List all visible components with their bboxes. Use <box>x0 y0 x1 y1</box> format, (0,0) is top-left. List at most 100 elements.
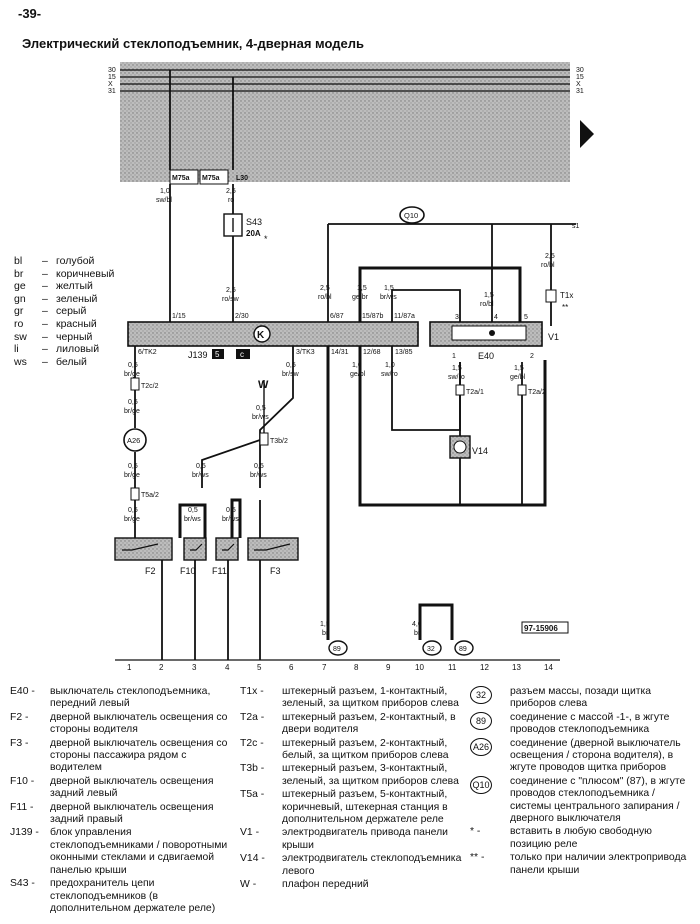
label-v14: V14 <box>472 446 488 456</box>
wire-annotations: 1,0 sw/bl 2,5 ro 2,5 ro/sw 2,5 ro/bl 1,5… <box>124 188 555 637</box>
bottom-number-1: 1 <box>127 663 132 672</box>
label-f3: F3 <box>270 566 281 576</box>
label-j139-c: c <box>240 350 244 359</box>
pin-1-15: 1/15 <box>172 313 186 320</box>
e40-pin-1: 1 <box>452 353 456 360</box>
wire-8-size: 2,5 <box>545 253 555 260</box>
motor-v14-icon <box>453 440 467 454</box>
wire-23-color: br <box>322 630 329 637</box>
legend-item: T2a -штекерный разъем, 2-контактный, в д… <box>240 711 456 736</box>
label-star: * <box>264 234 268 244</box>
wire-6-color: br/ws <box>380 294 397 301</box>
label-t2c: T2c/2 <box>141 383 159 390</box>
fuse-box-area <box>120 62 570 182</box>
wire-2-color: ro <box>228 197 234 204</box>
wire-13-color: ge/bl <box>350 371 366 378</box>
pin-6-87: 6/87 <box>330 313 344 320</box>
color-row: ro–красный <box>14 317 97 330</box>
label-ground-32: 32 <box>427 646 435 653</box>
legend-circle-q10: Q10 <box>470 775 492 794</box>
legend-item: F2 -дверной выключатель освещения со сто… <box>10 711 228 736</box>
label-t2a1: T2a/1 <box>466 389 484 396</box>
wire-12-color: br/sw <box>282 371 300 378</box>
wire-color-legend: bl–голубой br–коричневый ge–желтый gn–зе… <box>14 255 114 368</box>
pin-6-tk2: 6/TK2 <box>138 349 157 356</box>
label-lamp-w: W <box>258 379 269 391</box>
label-t1x: T1x <box>560 291 573 300</box>
color-row: li–лиловый <box>14 343 100 356</box>
wire-15-color: sw/ro <box>448 374 465 381</box>
wire-14-size: 1,0 <box>385 362 395 369</box>
legend-circle-a26: A26 <box>470 737 492 756</box>
bottom-number-5: 5 <box>257 663 262 672</box>
connector-m75a-2 <box>199 169 229 185</box>
bus-label-x-left: X <box>108 81 113 88</box>
legend-item: E40 -выключатель стеклоподъемника, перед… <box>10 686 211 710</box>
wire-15-size: 1,5 <box>452 365 462 372</box>
wire-4-size: 2,5 <box>320 285 330 292</box>
label-t2a2: T2a/2 <box>528 389 546 396</box>
wire-4-color: ro/bl <box>318 294 332 301</box>
wire-20-color: br/ws <box>184 516 201 523</box>
label-t5a: T5a/2 <box>141 492 159 499</box>
wire-10-color: br/ge <box>124 408 140 415</box>
connection-a26 <box>123 428 147 452</box>
connector-t2a-1 <box>455 384 465 396</box>
e40-pin-2: 2 <box>530 353 534 360</box>
legend-column-2: T1x -штекерный разъем, 1-контактный, зел… <box>240 686 462 893</box>
connector-m75a-1 <box>169 169 199 185</box>
legend-circle-89: 89 <box>470 711 492 730</box>
control-unit-j139 <box>127 321 419 347</box>
bottom-number-13: 13 <box>512 663 521 672</box>
label-m75a-1: M75a <box>172 175 190 182</box>
label-s1: s1 <box>572 223 580 230</box>
wire-19-size: 0,5 <box>196 463 206 470</box>
wire-20-size: 0,5 <box>188 507 198 514</box>
wire-5-color: ge/br <box>352 294 369 301</box>
switch-f11 <box>215 537 239 561</box>
wire-9-size: 0,5 <box>128 362 138 369</box>
wire-11-size: 0,5 <box>256 405 266 412</box>
wire-7-color: ro/bl <box>480 301 494 308</box>
legend-circle-32: 32 <box>470 686 492 704</box>
legend-item: J139 -блок управления стеклоподъемниками… <box>10 827 228 876</box>
label-j139: J139 <box>188 350 208 360</box>
bus-label-31-right: 31 <box>576 88 584 95</box>
switch-f2 <box>114 537 173 561</box>
e40-pin-4: 4 <box>494 314 498 321</box>
wire-23-size: 1,5 <box>320 621 330 628</box>
wire-1-size: 1,0 <box>160 188 170 195</box>
wire-24-color: br <box>414 630 421 637</box>
continue-arrow-icon <box>580 120 594 148</box>
bottom-number-14: 14 <box>544 663 553 672</box>
wire-16-color: ge/bl <box>510 374 526 381</box>
wire-10-size: 0,5 <box>128 399 138 406</box>
wire-3-color: ro/sw <box>222 296 240 303</box>
wire-16-size: 1,5 <box>514 365 524 372</box>
switch-contacts <box>122 543 291 551</box>
j139-tag-c <box>236 349 250 359</box>
connector-t2c <box>130 377 140 391</box>
color-row: sw–черный <box>14 330 93 343</box>
color-row: ge–желтый <box>14 280 93 293</box>
bottom-number-12: 12 <box>480 663 489 672</box>
bottom-number-6: 6 <box>289 663 294 672</box>
legend-item: * -вставить в любую свободную позицию ре… <box>470 826 652 850</box>
label-f11: F11 <box>212 566 227 576</box>
legend-item: W -плафон передний <box>240 879 369 891</box>
bus-label-15-left: 15 <box>108 74 116 81</box>
page-title: Электрический стеклоподъемник, 4-дверная… <box>22 36 364 51</box>
label-q10: Q10 <box>404 211 418 220</box>
legend-item: F10 -дверной выключатель освещения задни… <box>10 775 214 800</box>
bottom-number-8: 8 <box>354 663 359 672</box>
label-f2: F2 <box>145 566 156 576</box>
bus-label-15-right: 15 <box>576 74 584 81</box>
ground-89 <box>328 640 348 656</box>
legend-item: V1 -электродвигатель привода панели крыш… <box>240 827 448 851</box>
relay-k-icon <box>253 325 271 343</box>
switch-f10 <box>183 537 207 561</box>
